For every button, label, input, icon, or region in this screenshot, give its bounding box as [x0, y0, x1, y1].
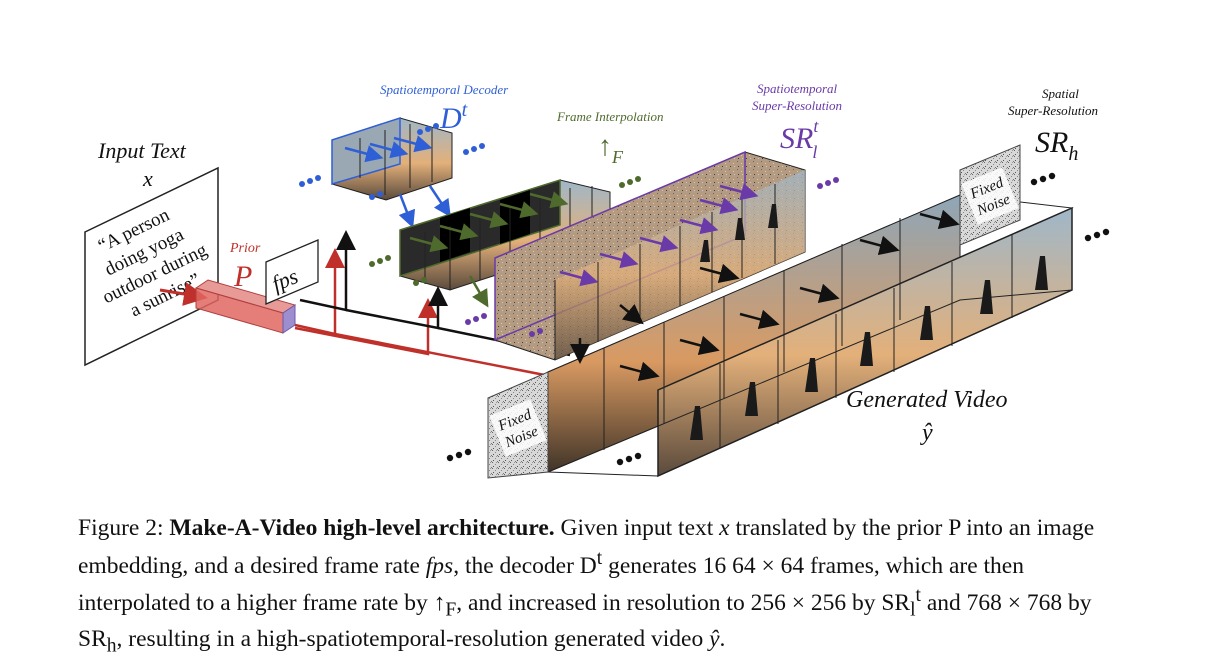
caption-text-4: generates 16 64 × 64 frames, which are t…: [78, 552, 1024, 616]
architecture-diagram: Input Text x “A person doing yoga outdoo…: [84, 81, 1110, 479]
interp-sub: F: [611, 147, 624, 167]
input-text-label: Input Text: [97, 138, 187, 163]
sr-h-symbol: SRh: [1035, 126, 1078, 165]
prior-symbol: P: [233, 260, 252, 293]
interp-stack: [399, 178, 611, 308]
interp-label: Frame Interpolation: [556, 109, 664, 124]
sr-h-label-2: Super-Resolution: [1008, 103, 1098, 118]
sr-h-label-1: Spatial: [1042, 86, 1079, 101]
decoder-symbol: Dt: [439, 99, 468, 135]
fps-box: fps: [265, 239, 319, 305]
interp-symbol: ↑F: [598, 131, 624, 167]
decoder-dots: [299, 123, 485, 200]
caption-text-8: .: [719, 625, 726, 652]
sr-l-label-2: Super-Resolution: [752, 98, 842, 113]
caption-f-sub: F: [445, 599, 457, 621]
caption-fps: fps: [425, 552, 454, 579]
fixed-noise-back: Fixed Noise: [959, 144, 1021, 246]
caption-l-sub: l: [910, 599, 916, 621]
fixed-noise-front: Fixed Noise: [487, 371, 549, 479]
sr-l-symbol-base: SR: [780, 122, 813, 155]
prior-conditioning-arrows: [294, 248, 561, 380]
prior-block: [194, 279, 297, 334]
input-card: “A person doing yoga outdoor during a su…: [84, 166, 219, 367]
sr-h-symbol-base: SR: [1035, 126, 1068, 159]
caption-yhat: ŷ: [709, 625, 720, 652]
input-var: x: [142, 166, 153, 191]
sr-l-sup: t: [813, 116, 819, 136]
caption-text-1: Given input text: [554, 515, 720, 541]
caption-l-sup: t: [915, 584, 921, 606]
caption-x: x: [719, 515, 730, 541]
prior-label: Prior: [229, 241, 261, 256]
caption-fig-label: Figure 2:: [78, 515, 164, 541]
figure-caption: Figure 2: Make-A-Video high-level archit…: [78, 514, 1140, 661]
decoder-stack: [331, 116, 453, 229]
generated-video-stack: [546, 194, 1074, 478]
sr-l-stack: [494, 150, 806, 361]
decoder-label: Spatiotemporal Decoder: [380, 82, 509, 97]
interp-dots: [369, 176, 641, 286]
caption-title: Make-A-Video high-level architecture.: [169, 515, 555, 541]
sr-l-label-1: Spatiotemporal: [757, 81, 838, 96]
decoder-symbol-sup: t: [462, 99, 468, 121]
sr-l-sub: l: [812, 142, 817, 162]
caption-d-sup: t: [596, 547, 603, 569]
caption-text-7: , resulting in a high-spatiotemporal-res…: [116, 625, 710, 652]
caption-text-6: and 768 × 768 by SR: [78, 589, 1092, 652]
caption-text-3: , the decoder D: [453, 552, 597, 579]
generated-video-var: ŷ: [920, 420, 933, 446]
decoder-symbol-base: D: [439, 102, 462, 135]
sr-h-sub: h: [1068, 143, 1078, 165]
sr-l-dots: [465, 177, 839, 337]
generated-video-label: Generated Video: [846, 387, 1008, 413]
interp-arrow: ↑: [598, 131, 612, 162]
caption-text-2: translated by the prior P into an image …: [78, 515, 1095, 579]
caption-text-5: , and increased in resolution to 256 × 2…: [456, 589, 911, 616]
caption-h-sub: h: [106, 635, 117, 657]
generated-dots: [446, 172, 1110, 466]
